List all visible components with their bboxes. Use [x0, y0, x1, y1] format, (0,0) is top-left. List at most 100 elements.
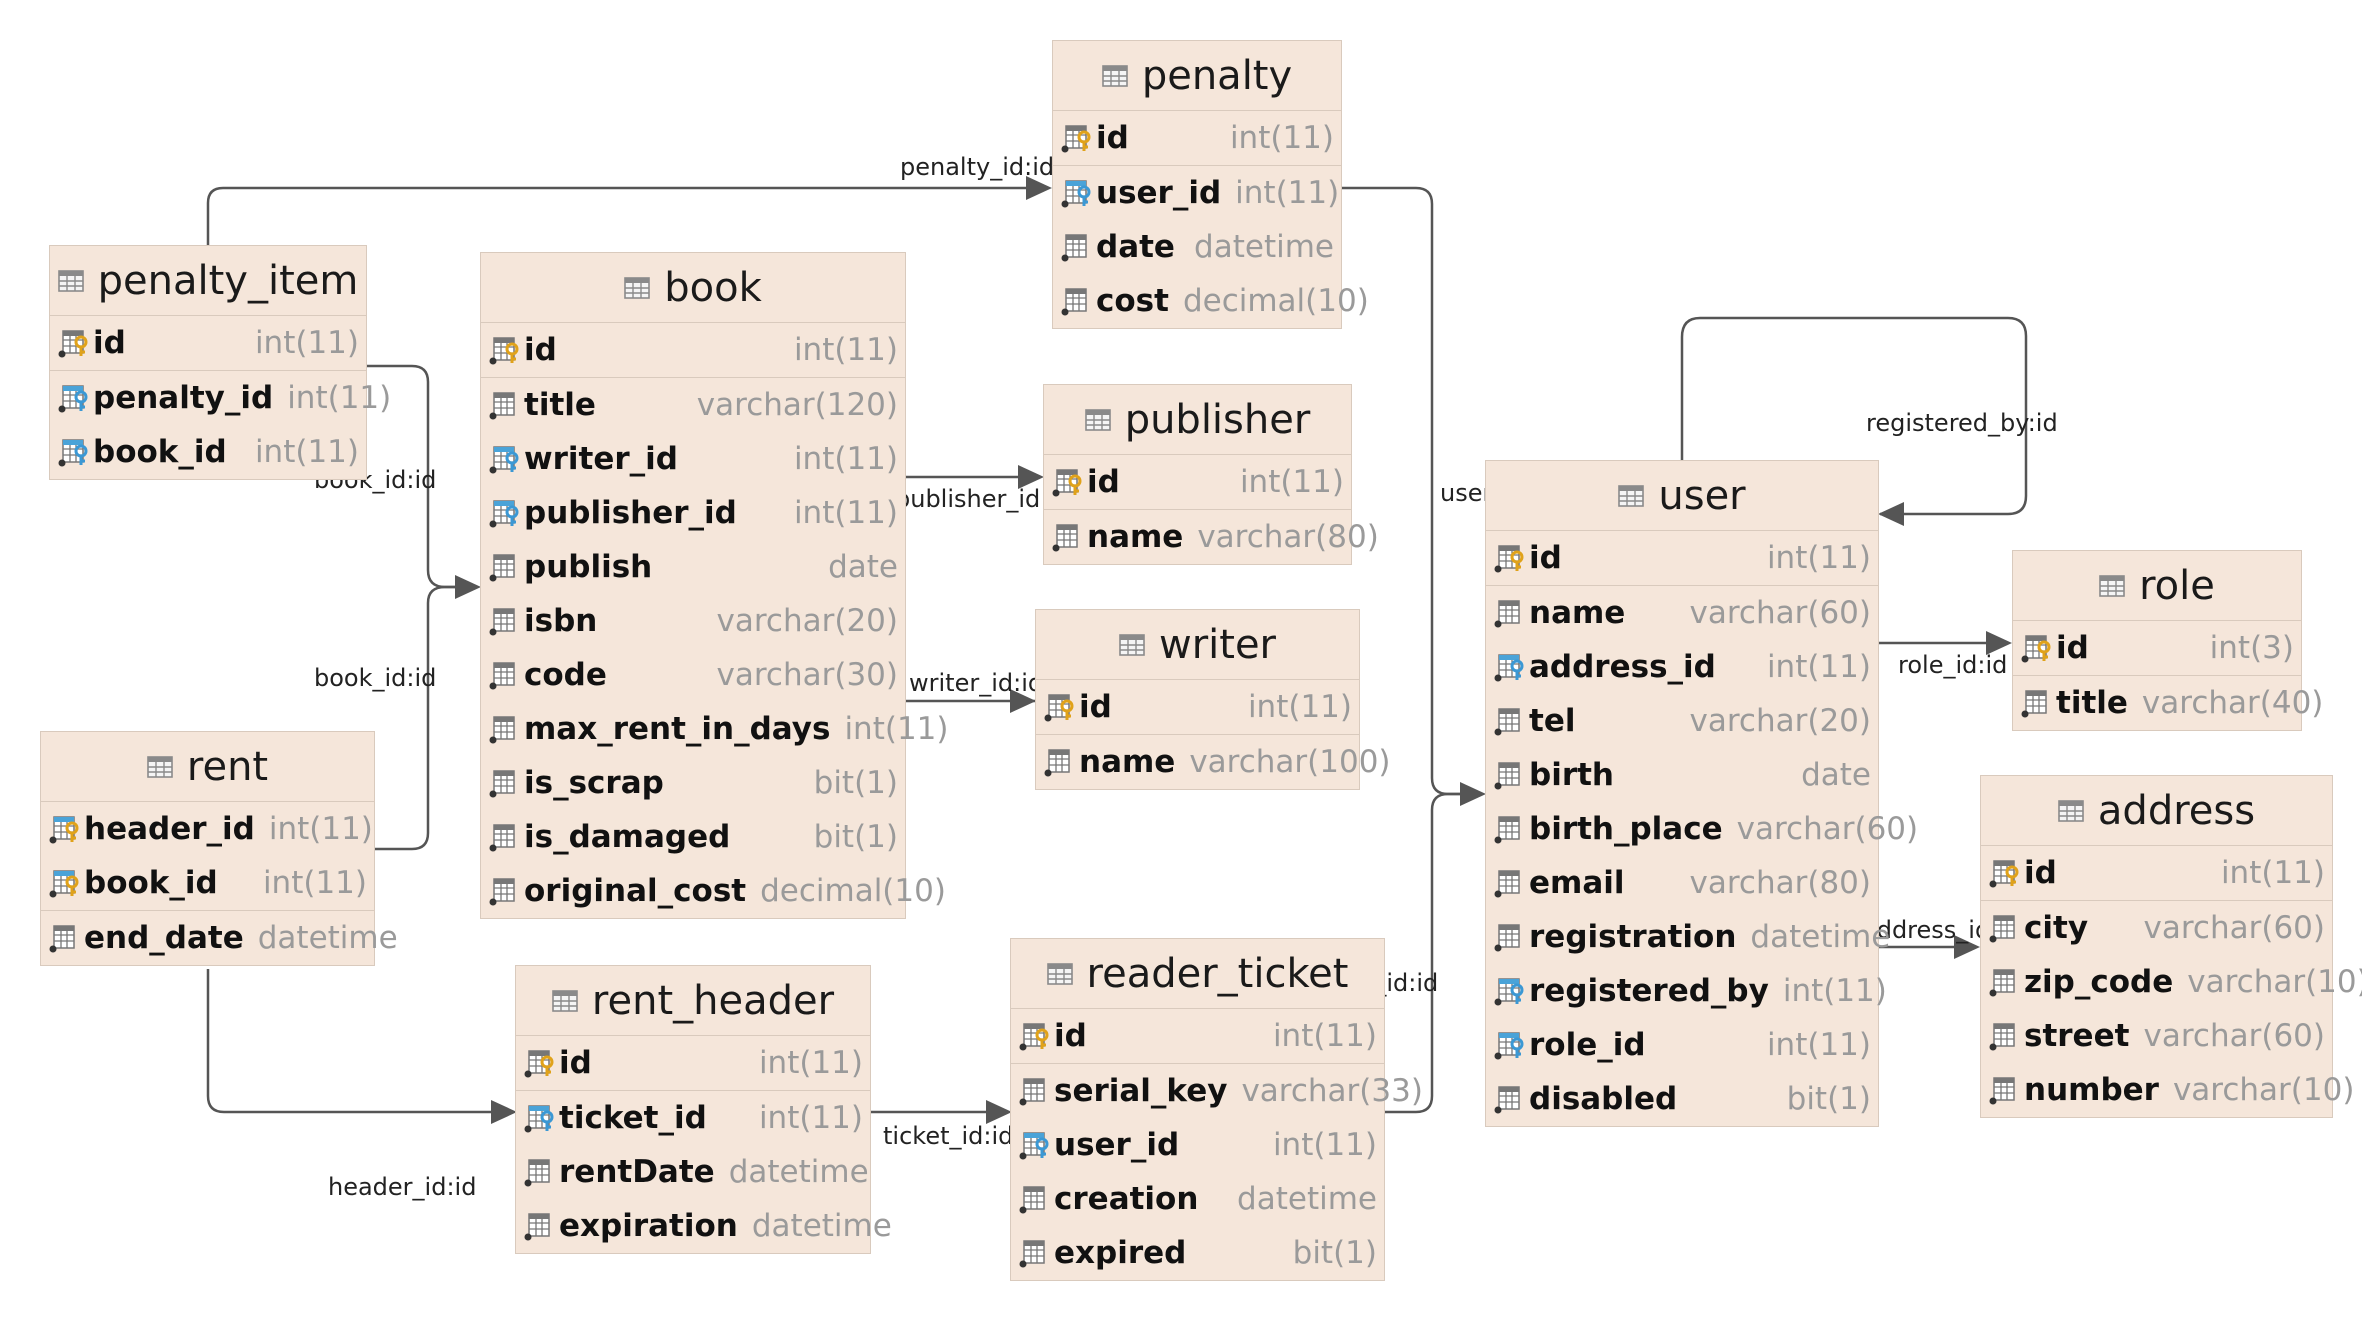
table-header-reader-ticket[interactable]: reader_ticket: [1011, 939, 1384, 1009]
column-icon: [489, 824, 515, 852]
column-name: is_damaged: [524, 819, 731, 855]
table-header-penalty[interactable]: penalty: [1053, 41, 1341, 111]
table-header-address[interactable]: address: [1981, 776, 2332, 846]
primary-foreign-key-icon: [49, 870, 79, 898]
column-icon: [524, 1213, 550, 1241]
column-name: id: [93, 325, 126, 361]
column-name: birth_place: [1529, 811, 1723, 847]
table-name: reader_ticket: [1086, 950, 1349, 997]
table-header-rent-header[interactable]: rent_header: [516, 966, 870, 1036]
primary-key-icon: [524, 1050, 554, 1078]
edge-penalty-item-to-penalty: [206, 183, 1043, 245]
column-icon: [1044, 749, 1070, 777]
column-name: cost: [1096, 283, 1169, 319]
table-header-publisher[interactable]: publisher: [1044, 385, 1351, 455]
column-type: date: [1801, 757, 1871, 793]
table-grid-icon: [1102, 64, 1128, 87]
table-header-writer[interactable]: writer: [1036, 610, 1359, 680]
primary-key-icon: [1019, 1023, 1049, 1051]
column-type: varchar(80): [1197, 519, 1379, 555]
column-type: varchar(30): [716, 657, 898, 693]
arrowhead-penalty: [1026, 176, 1052, 200]
table-header-rent[interactable]: rent: [41, 732, 374, 802]
column-name: header_id: [84, 811, 255, 847]
table-header-penalty-item[interactable]: penalty_item: [50, 246, 366, 316]
table-header-role[interactable]: role: [2013, 551, 2301, 621]
table-header-user[interactable]: user: [1486, 461, 1878, 531]
column-type: int(11): [1766, 649, 1871, 685]
column-name: number: [2024, 1072, 2159, 1108]
column-type: varchar(60): [2143, 1018, 2325, 1054]
column-name: id: [1529, 540, 1562, 576]
column-type: varchar(10): [2187, 964, 2362, 1000]
table-header-book[interactable]: book: [481, 253, 905, 323]
